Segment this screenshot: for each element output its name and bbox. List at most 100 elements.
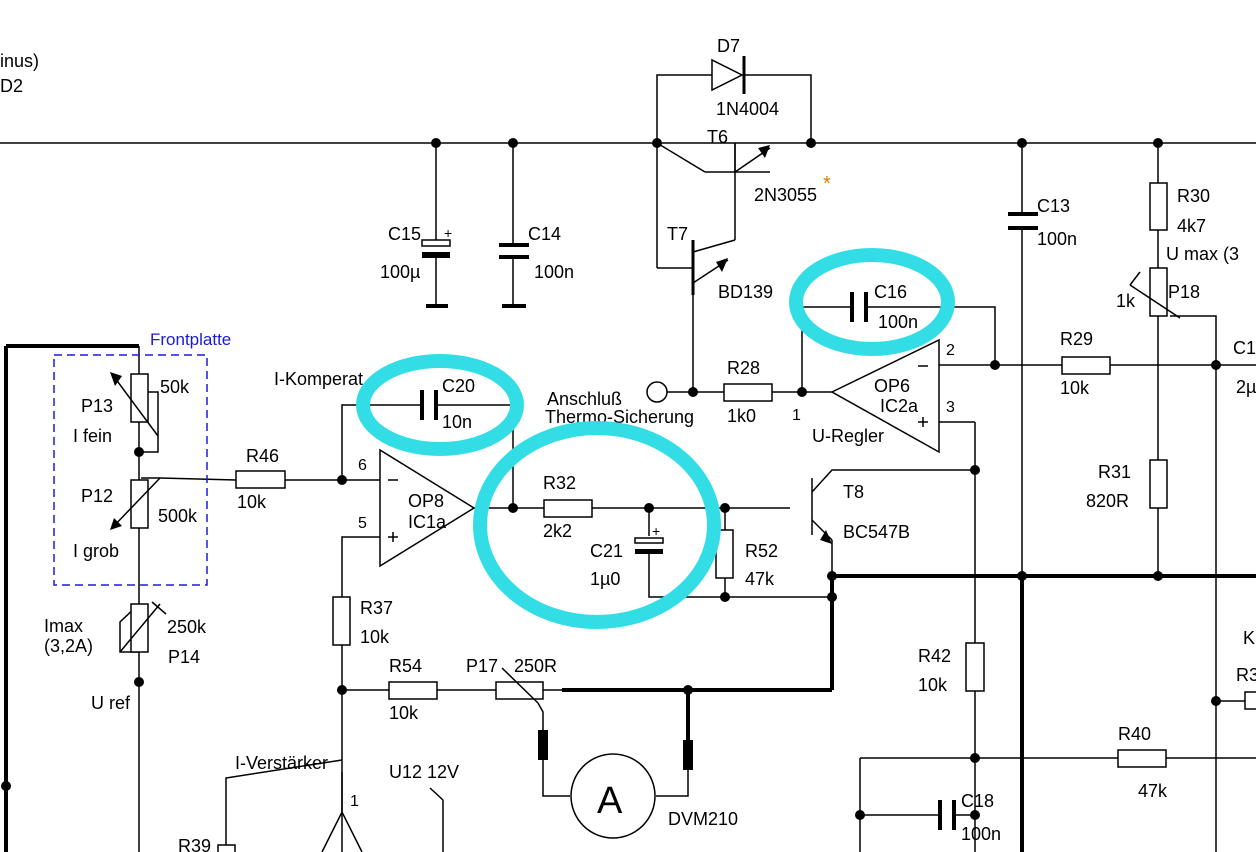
highlight-r32-c21 <box>473 421 721 629</box>
c16-name: C16 <box>874 282 907 302</box>
r28-value: 1k0 <box>727 406 756 426</box>
d7-name: D7 <box>717 36 740 56</box>
opamp-op8 <box>379 448 476 568</box>
t7-name: T7 <box>667 224 688 244</box>
resistor-r40 <box>1117 749 1167 768</box>
r54-name: R54 <box>389 656 422 676</box>
t6-value: 2N3055 <box>754 185 817 205</box>
p13-desc: I fein <box>73 426 112 446</box>
r40-name: R40 <box>1118 724 1151 744</box>
dvm-ammeter <box>538 730 693 839</box>
transistor-t7 <box>691 239 736 295</box>
r31-value: 820R <box>1086 491 1129 511</box>
p12-name: P12 <box>81 486 113 506</box>
anschluss-label: Anschluß <box>547 389 622 409</box>
potentiometer-p13 <box>110 372 159 437</box>
c15-name: C15 <box>388 224 421 244</box>
p12-desc: I grob <box>73 541 119 561</box>
op6-pin-out: 1 <box>792 407 801 424</box>
r30-name: R30 <box>1177 186 1210 206</box>
resistor-r29 <box>1061 356 1111 375</box>
op6-sub: IC2a <box>880 396 919 416</box>
highlight-c20 <box>356 354 524 456</box>
capacitor-c15: + <box>421 225 452 308</box>
dvm-symbol: A <box>597 780 623 822</box>
capacitor-c18 <box>938 800 956 830</box>
c15-value: 100µ <box>380 262 420 282</box>
resistor-r30 <box>1149 182 1168 231</box>
resistor-r28 <box>723 383 773 402</box>
opamp-i-verstarker <box>321 810 363 852</box>
resistor-r39 <box>217 844 236 852</box>
r42-value: 10k <box>918 675 948 695</box>
i-verstarker-label: I-Verstärker <box>235 753 328 773</box>
t8-value: BC547B <box>843 522 910 542</box>
c14-value: 100n <box>534 262 574 282</box>
p17-name: P17 <box>466 656 498 676</box>
op8-sub: IC1a <box>408 512 447 532</box>
r32-value: 2k2 <box>543 521 572 541</box>
edge-k-label: K <box>1243 628 1255 648</box>
c20-name: C20 <box>442 376 475 396</box>
r29-value: 10k <box>1060 378 1090 398</box>
u12-label: U12 12V <box>389 762 459 782</box>
r54-value: 10k <box>389 703 419 723</box>
svg-text:+: + <box>444 225 452 241</box>
op6-pin-plus: 3 <box>946 399 955 416</box>
p14-value: 250k <box>167 617 207 637</box>
r52-name: R52 <box>745 541 778 561</box>
transistor-t8-arrow <box>820 530 832 544</box>
umax-label: U max (3 <box>1166 244 1239 264</box>
p12-value: 500k <box>158 506 198 526</box>
labels: inus) D2 D7 1N4004 T6 2N3055 * T7 BD139 … <box>0 36 1256 852</box>
i-komperator-label: I-Komperat <box>274 369 363 389</box>
c18-name: C18 <box>961 791 994 811</box>
i-verstarker-pin: 1 <box>350 793 359 810</box>
frontplatte-box <box>53 354 208 586</box>
transistor-t6 <box>656 142 771 173</box>
r37-name: R37 <box>360 598 393 618</box>
p18-value: 1k <box>1116 291 1136 311</box>
r39-label: R39 <box>178 836 211 852</box>
c13-value: 100n <box>1037 229 1077 249</box>
p14-desc1: Imax <box>44 616 83 636</box>
highlight-markers <box>356 248 955 629</box>
c14-name: C14 <box>528 224 561 244</box>
r31-name: R31 <box>1098 462 1131 482</box>
op8-pin-minus: 6 <box>358 457 367 474</box>
c16-value: 100n <box>878 312 918 332</box>
junctions <box>1 138 1221 820</box>
resistor-r32 <box>543 499 593 518</box>
op8-name: OP8 <box>408 491 444 511</box>
p14-name: P14 <box>168 647 200 667</box>
resistor-r46 <box>235 470 286 489</box>
p17-value: 250R <box>514 656 557 676</box>
resistor-r37 <box>332 596 351 646</box>
p13-name: P13 <box>81 396 113 416</box>
t8-name: T8 <box>843 482 864 502</box>
dvm-name: DVM210 <box>668 809 738 829</box>
t6-name: T6 <box>707 127 728 147</box>
t6-asterisk: * <box>823 173 831 195</box>
r46-name: R46 <box>246 446 279 466</box>
resistor-r54 <box>388 681 438 700</box>
p14-desc2: (3,2A) <box>44 636 93 656</box>
opamp-op6 <box>830 338 940 454</box>
op6-role: U-Regler <box>812 426 884 446</box>
op8-pin-plus: 5 <box>358 515 367 532</box>
capacitor-c21: + <box>634 523 664 554</box>
top-left-line1: inus) <box>0 51 39 71</box>
edge-r3-label: R3 <box>1236 665 1256 685</box>
highlight-c16 <box>789 248 955 356</box>
uref-label: U ref <box>91 693 131 713</box>
c13-name: C13 <box>1037 196 1070 216</box>
potentiometer-p17 <box>495 667 544 704</box>
potentiometer-p14 <box>119 601 167 653</box>
c18-value: 100n <box>961 824 1001 844</box>
svg-text:+: + <box>652 523 660 539</box>
resistor-r42 <box>965 642 985 692</box>
r28-name: R28 <box>727 358 760 378</box>
anschluss-terminal <box>646 381 668 403</box>
r37-value: 10k <box>360 627 390 647</box>
